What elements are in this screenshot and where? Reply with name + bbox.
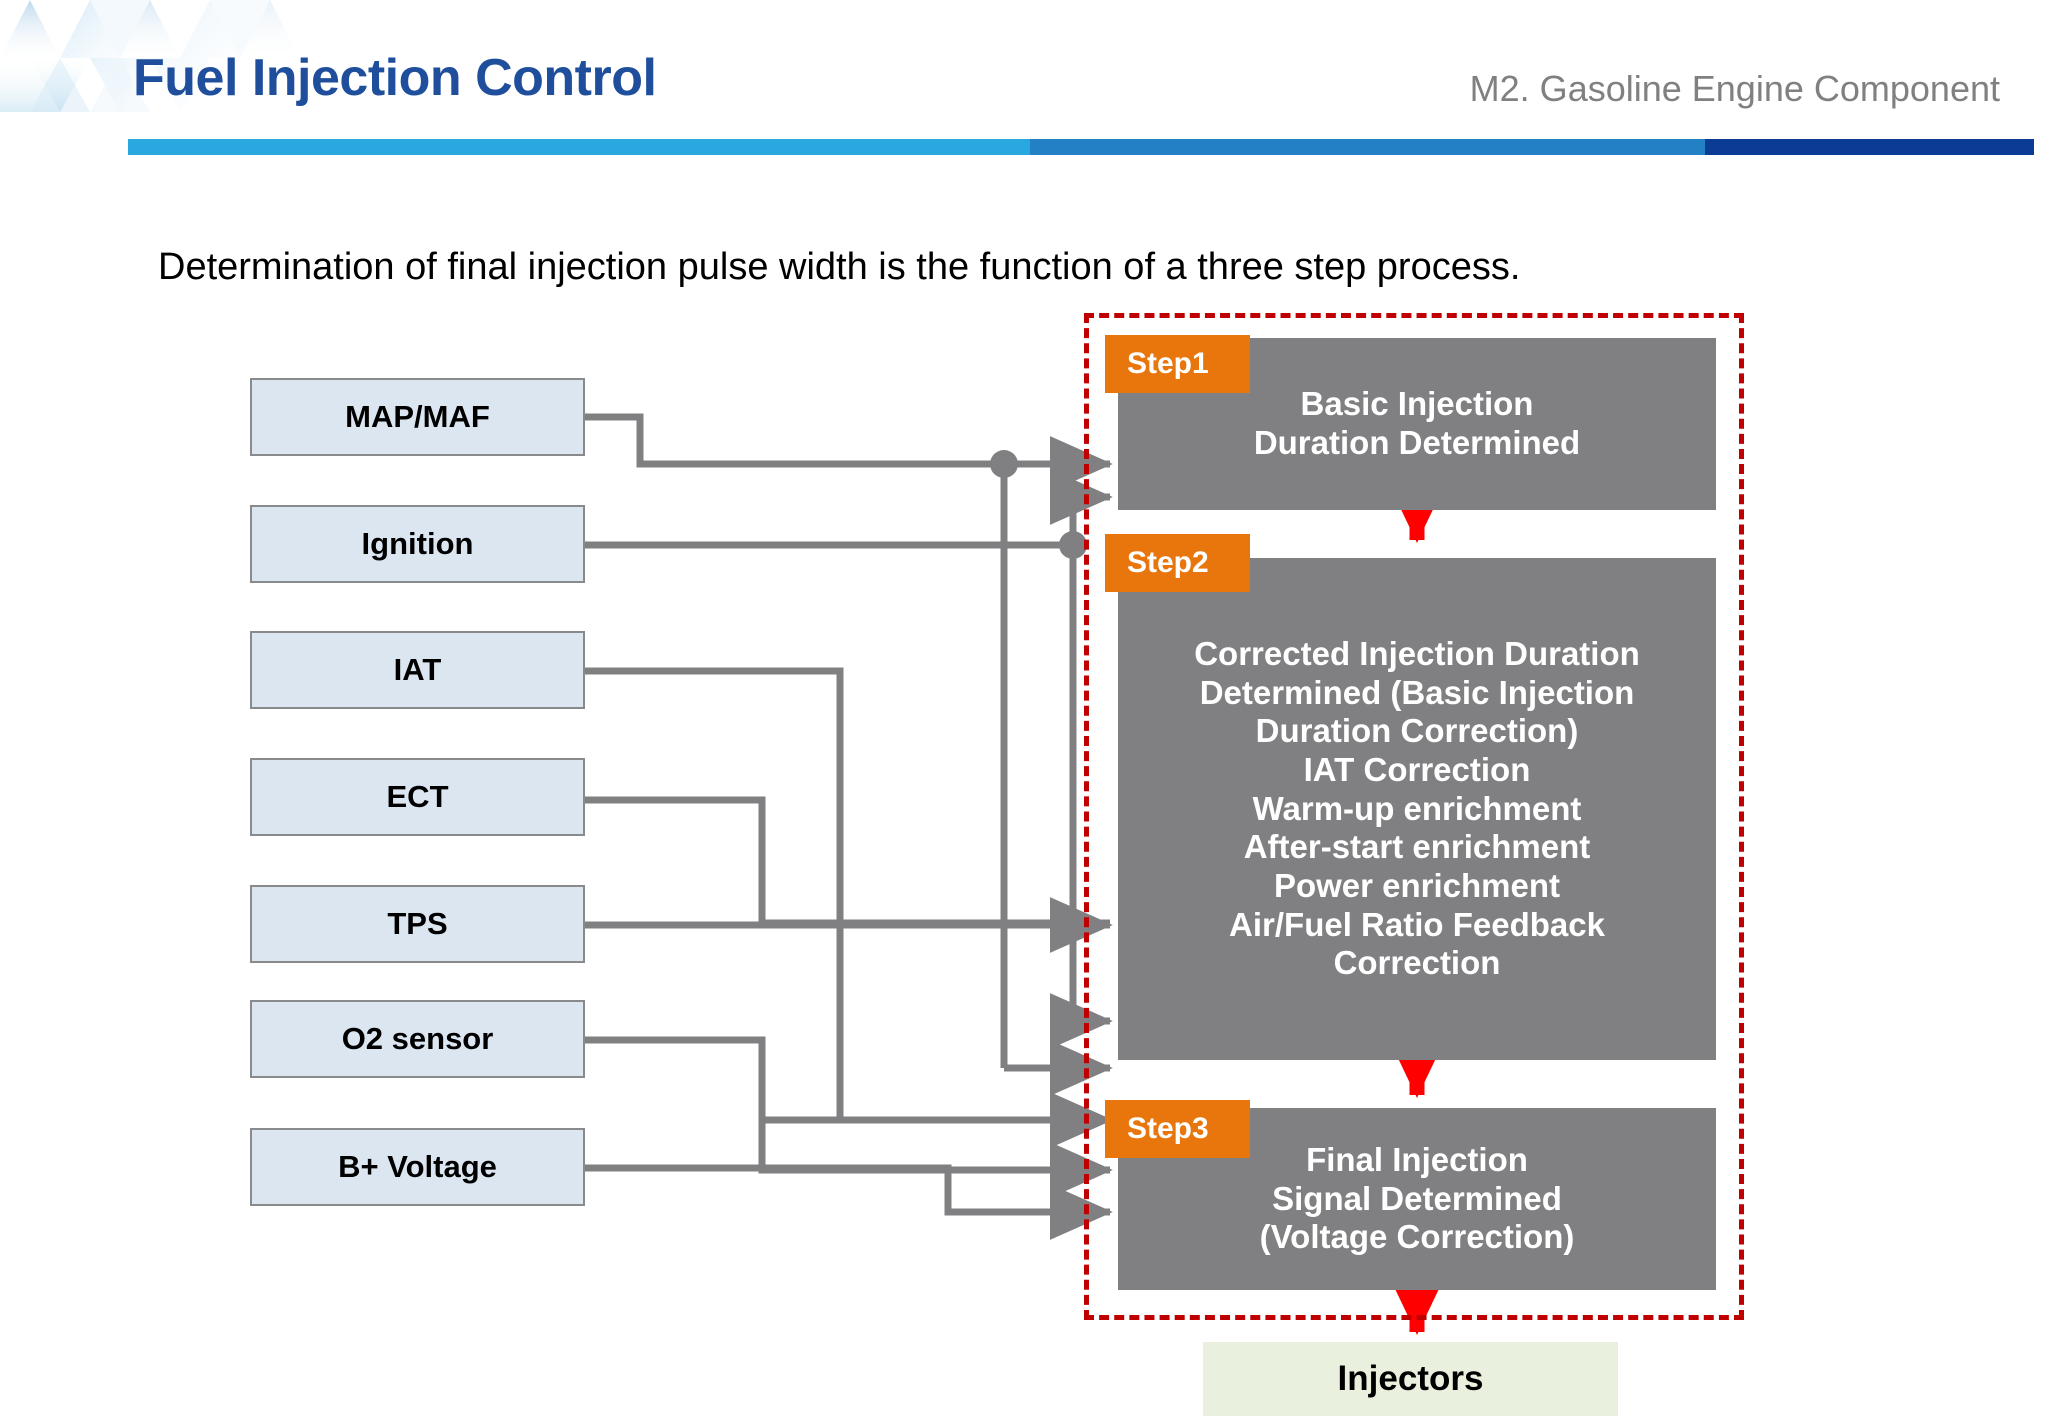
sensor-box-iat[interactable]: IAT [250, 631, 585, 709]
step2-line-6: After-start enrichment [1243, 828, 1591, 866]
sensor-box-ect[interactable]: ECT [250, 758, 585, 836]
wire-junction-dot [1059, 531, 1087, 559]
step2-box[interactable]: Corrected Injection Duration Determined … [1118, 558, 1716, 1060]
sensor-box-o2-sensor[interactable]: O2 sensor [250, 1000, 585, 1078]
step2-line-4: IAT Correction [1303, 751, 1531, 789]
wire-junction-dot [990, 450, 1018, 478]
sensor-box-map-maf[interactable]: MAP/MAF [250, 378, 585, 456]
step1-line-1: Basic Injection [1300, 385, 1534, 423]
header-accent-rule [128, 139, 2034, 155]
page-title: Fuel Injection Control [133, 49, 657, 107]
step3-line-1: Final Injection [1306, 1141, 1528, 1179]
step2-line-3: Duration Correction) [1255, 712, 1579, 750]
header-rule-segment-dark [1705, 139, 2034, 155]
step3-badge[interactable]: Step3 [1105, 1100, 1250, 1158]
step3-line-2: Signal Determined [1272, 1179, 1562, 1217]
injectors-output-box[interactable]: Injectors [1203, 1342, 1618, 1416]
step2-line-7: Power enrichment [1273, 866, 1561, 904]
step2-line-5: Warm-up enrichment [1252, 789, 1582, 827]
step1-line-2: Duration Determined [1253, 424, 1581, 461]
step2-line-2: Determined (Basic Injection [1199, 673, 1635, 711]
step2-badge[interactable]: Step2 [1105, 534, 1250, 592]
intro-sentence: Determination of final injection pulse w… [158, 246, 1521, 288]
step2-line-9: Correction [1333, 944, 1501, 982]
step1-badge[interactable]: Step1 [1105, 335, 1250, 393]
step3-line-3: (Voltage Correction) [1259, 1218, 1575, 1256]
step2-line-8: Air/Fuel Ratio Feedback [1229, 905, 1605, 943]
header-rule-segment-medium [1030, 139, 1705, 155]
header-module-subtitle: M2. Gasoline Engine Component [1469, 68, 2000, 109]
step2-line-1: Corrected Injection Duration [1194, 635, 1640, 673]
sensor-box-tps[interactable]: TPS [250, 885, 585, 963]
header-rule-segment-light [128, 139, 1030, 155]
sensor-box-b-plus-voltage[interactable]: B+ Voltage [250, 1128, 585, 1206]
sensor-box-ignition[interactable]: Ignition [250, 505, 585, 583]
